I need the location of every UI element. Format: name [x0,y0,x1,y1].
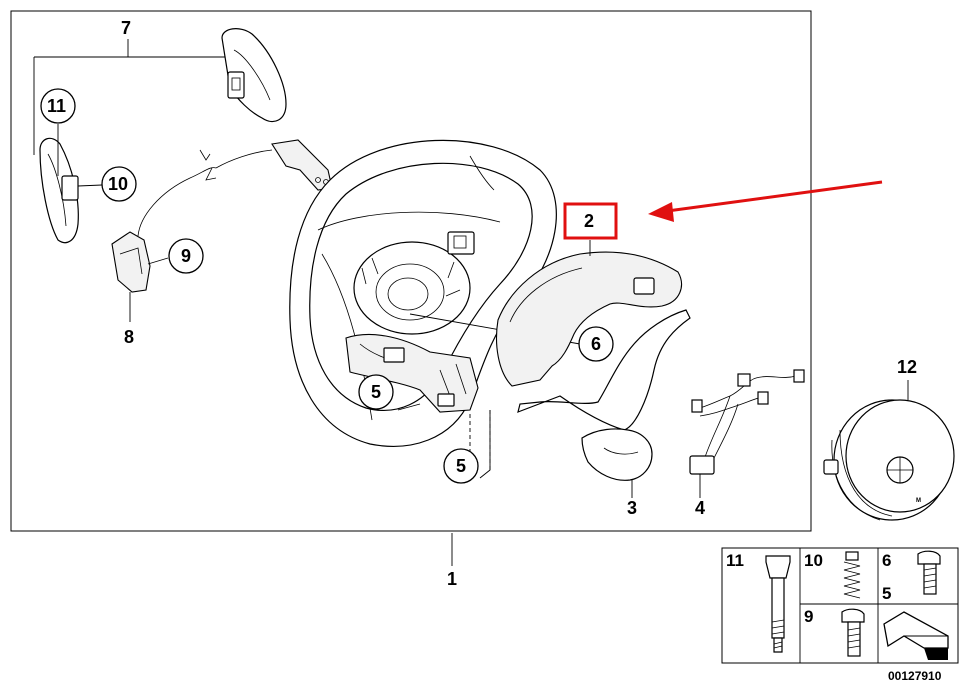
callout-8: 8 [124,327,134,347]
callout-7-bracket [33,39,230,155]
callout-5a-circle [358,374,394,410]
spoke-cover [517,309,691,498]
legend-10: 10 [804,551,823,570]
callout-10: 10 [108,174,128,194]
callout-12: 12 [897,357,917,377]
callout-2: 2 [584,211,594,231]
spring-10-icon [843,551,861,599]
bolt-11-icon [765,555,791,653]
callout-9-circle [168,238,204,274]
diagram-code: 00127910 [888,669,942,683]
callout-10-circle [101,166,137,202]
callout-7: 7 [121,18,131,38]
callout-4: 4 [695,498,705,518]
trim-cover [495,240,682,387]
highlight-box [563,202,618,240]
callout-5b-circle [443,448,479,484]
legend-11: 11 [726,551,744,570]
shift-module [111,231,169,322]
callout-3: 3 [627,498,637,518]
airbag-unit: M [823,380,955,521]
callout-5a: 5 [371,382,381,402]
legend-6: 6 [882,551,891,570]
callout-9: 9 [181,246,191,266]
screw-6-icon [917,550,941,595]
callout-6: 6 [591,334,601,354]
callout-11: 11 [47,96,66,116]
legend-5: 5 [882,584,891,603]
callout-11-circle [40,88,76,124]
shift-paddle-top [221,28,287,123]
shift-paddle-left [39,124,103,244]
installation-arrow-icon [883,611,949,660]
highlight-arrow-shaft [659,180,883,214]
diagram-frame [10,10,812,532]
highlight-annotation [563,180,883,240]
screw-9-icon [841,608,865,657]
callout-6-circle [578,326,614,362]
callout-5b: 5 [456,456,466,476]
airbag-logo: M [916,498,921,504]
legend-9: 9 [804,607,813,626]
fastener-legend: 11 10 6 5 9 [721,547,959,664]
wiring-harness [689,369,805,498]
highlight-arrow-head [648,202,674,222]
callout-1: 1 [447,569,457,589]
